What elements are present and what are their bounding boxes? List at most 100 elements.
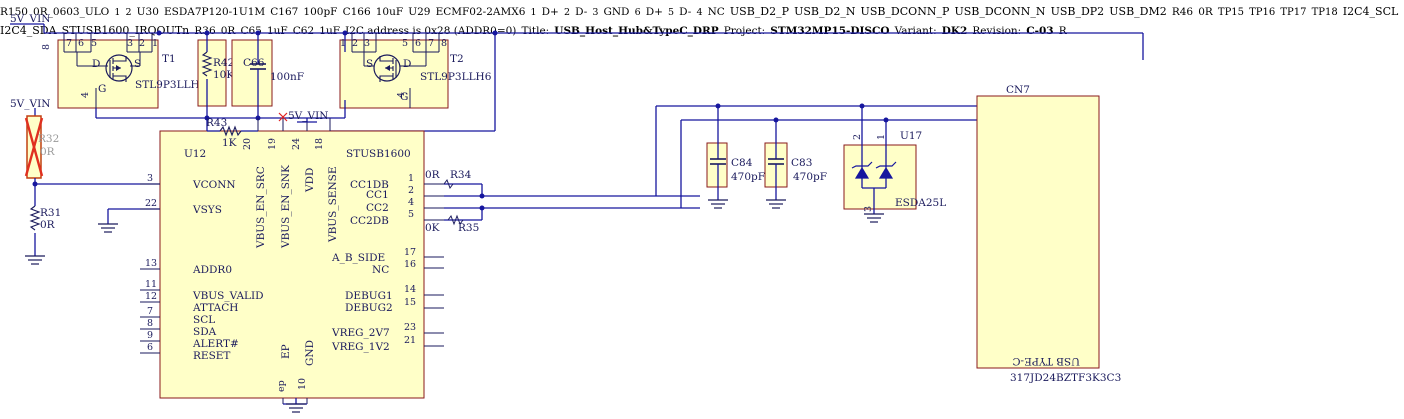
t1-pin: 4 (80, 92, 91, 98)
t2-pin: 8 (441, 38, 447, 49)
t2-symbol-circle (373, 54, 401, 82)
u12-pin-name: CC2DB (350, 215, 389, 227)
cn7-value: 317JD24BZTF3K3C3 (1010, 372, 1121, 384)
c83-value: 470pF (793, 171, 827, 183)
u29-pin-num: 4 (696, 7, 703, 18)
u30-pin: 1 (114, 7, 121, 18)
resistor-r32: 5V_VIN R32 0R (10, 98, 59, 179)
u29-pin-name: GND (603, 6, 630, 18)
u12-pin-num: 10 (297, 378, 308, 390)
c84-ref: C84 (731, 157, 753, 169)
u12-pin-name: VDD (304, 168, 316, 193)
project-value: STM32MP15-DISCO (770, 25, 890, 37)
vin-top-label: 5V_VIN (10, 13, 50, 25)
port-usb-dm2[interactable]: USB_DM2 (1109, 0, 1172, 19)
test-points-right: TP17 TP18 (1280, 0, 1342, 19)
tp15-label: TP15 (1217, 7, 1245, 18)
r150-value: 0R_0603_ULO (33, 6, 110, 18)
u29-pin-num: 5 (668, 7, 675, 18)
c83-ref: C83 (791, 157, 812, 169)
u29-pin-name: D- (679, 6, 692, 18)
u29-pin-name: D- (575, 6, 588, 18)
u12-pin-num: 24 (291, 138, 302, 150)
capacitor-c167: C167 100pF (270, 0, 342, 19)
u12-pin-num: 21 (404, 335, 416, 346)
resistor-r34: 0R R34 (425, 169, 482, 190)
u12-pin-name: VBUS_EN_SNK (280, 165, 292, 249)
t2-gate-label: G (400, 91, 408, 103)
r35-ref: R35 (458, 222, 479, 234)
capacitor-c83: C83 470pF (764, 120, 827, 200)
port-usb-dp2[interactable]: USB_DP2 (1051, 0, 1110, 19)
c167-ref: C167 (270, 6, 299, 18)
t1-value: STL9P3LLH6 (135, 79, 207, 91)
u12-pin-num: 15 (404, 297, 416, 308)
port-i2c4-sda-label: I2C4_SDA (0, 24, 57, 37)
u12-pin-name: VBUS_SENSE (327, 167, 339, 244)
t2-pin: 6 (415, 38, 421, 49)
u12-pin-name: ATTACH (192, 302, 238, 314)
title-label: Title: (521, 25, 550, 37)
r43-ref: R43 (206, 117, 227, 129)
u12-pin-num: 17 (404, 247, 416, 258)
u12-pin-num: 8 (147, 318, 153, 329)
t1-source-label: S (134, 58, 141, 70)
u29-pin-name: D+ (645, 6, 663, 18)
c62-value: 1uF (319, 25, 340, 37)
test-points-left: TP15 TP16 (1218, 0, 1280, 19)
r35-value: 0K (425, 222, 440, 234)
u29-ref: U29 (408, 6, 431, 18)
u12-pin-name: GND (304, 340, 316, 366)
u12-pin-num: 7 (147, 306, 153, 317)
u12-pin-name: DEBUG2 (345, 302, 393, 314)
wire: I2C address is 0x28 (ADDR0=0) Title: USB… (345, 19, 1067, 38)
port-i2c4-scl[interactable]: I2C4_SCL (1343, 0, 1399, 19)
u12-pin-num: 3 (147, 173, 153, 184)
r36-value: 0R (220, 25, 236, 37)
c65-value: 1uF (266, 25, 288, 37)
u12-pin-num: 6 (147, 342, 153, 353)
u12-pin-num: 19 (267, 138, 278, 150)
t2-source-label: S (366, 58, 373, 70)
vin-mid-label: 5V_VIN (288, 110, 328, 122)
c84-value: 470pF (731, 171, 765, 183)
t2-pin: 3 (364, 38, 370, 49)
port-i2c4-scl-label: I2C4_SCL (1342, 5, 1399, 18)
u12-ref: U12 (184, 148, 206, 160)
t2-pin-numbers: 1 2 3 5 6 7 8 4 (340, 38, 447, 98)
mosfet-t2: 1 2 3 5 6 7 8 4 S D G T2 STL9P3LLH6 (339, 33, 492, 109)
u12-pin-name: CC2 (366, 202, 389, 214)
ground-symbol (25, 255, 45, 265)
ground-symbol (98, 223, 118, 233)
u12-pin-name: EP (280, 344, 292, 359)
u12-pin-name: DEBUG1 (345, 290, 393, 302)
port-usb-dp2-label: USB_DP2 (1050, 5, 1105, 18)
u30-value: ESDA7P120-1U1M (163, 6, 266, 18)
u12-pin-num: 5 (408, 209, 414, 220)
r34-label: 0R (425, 169, 441, 181)
u12-pin-name: SDA (193, 326, 217, 338)
ground-symbol (708, 199, 728, 209)
u12-pin-name: VSYS (192, 204, 222, 216)
u12-pin-num: ep (276, 380, 287, 392)
capacitor-c62: C62 1uF (293, 19, 345, 38)
u30-ref: U30 (136, 6, 159, 18)
c166-ref: C166 (342, 6, 371, 18)
power-rail-top: 5V_VIN (10, 13, 1144, 60)
port-usb-dm2-label: USB_DM2 (1109, 5, 1167, 18)
t1-pin: 7 (66, 38, 72, 49)
u12-pin-num: 22 (145, 198, 157, 209)
u29-pin-name: D+ (541, 6, 559, 18)
tp16-label: TP16 (1249, 7, 1276, 18)
c62-ref: C62 (292, 25, 315, 37)
net-usb-d2-n: USB_D2_N (794, 5, 856, 18)
capacitor-c166: C166 10uF (343, 0, 409, 19)
c66-value: 100nF (270, 71, 304, 83)
resistor-r150: R150 0R_0603_ULO (0, 0, 114, 19)
u12-pin-name: VREG_1V2 (331, 341, 390, 353)
t2-pin: 2 (352, 38, 358, 49)
resistor-r46: R46 0R (1172, 0, 1218, 19)
t2-pin: 1 (340, 38, 346, 49)
port-i2c4-sda[interactable]: I2C4_SDA (0, 19, 62, 38)
net-usb-d2-p: USB_D2_P (729, 5, 790, 18)
